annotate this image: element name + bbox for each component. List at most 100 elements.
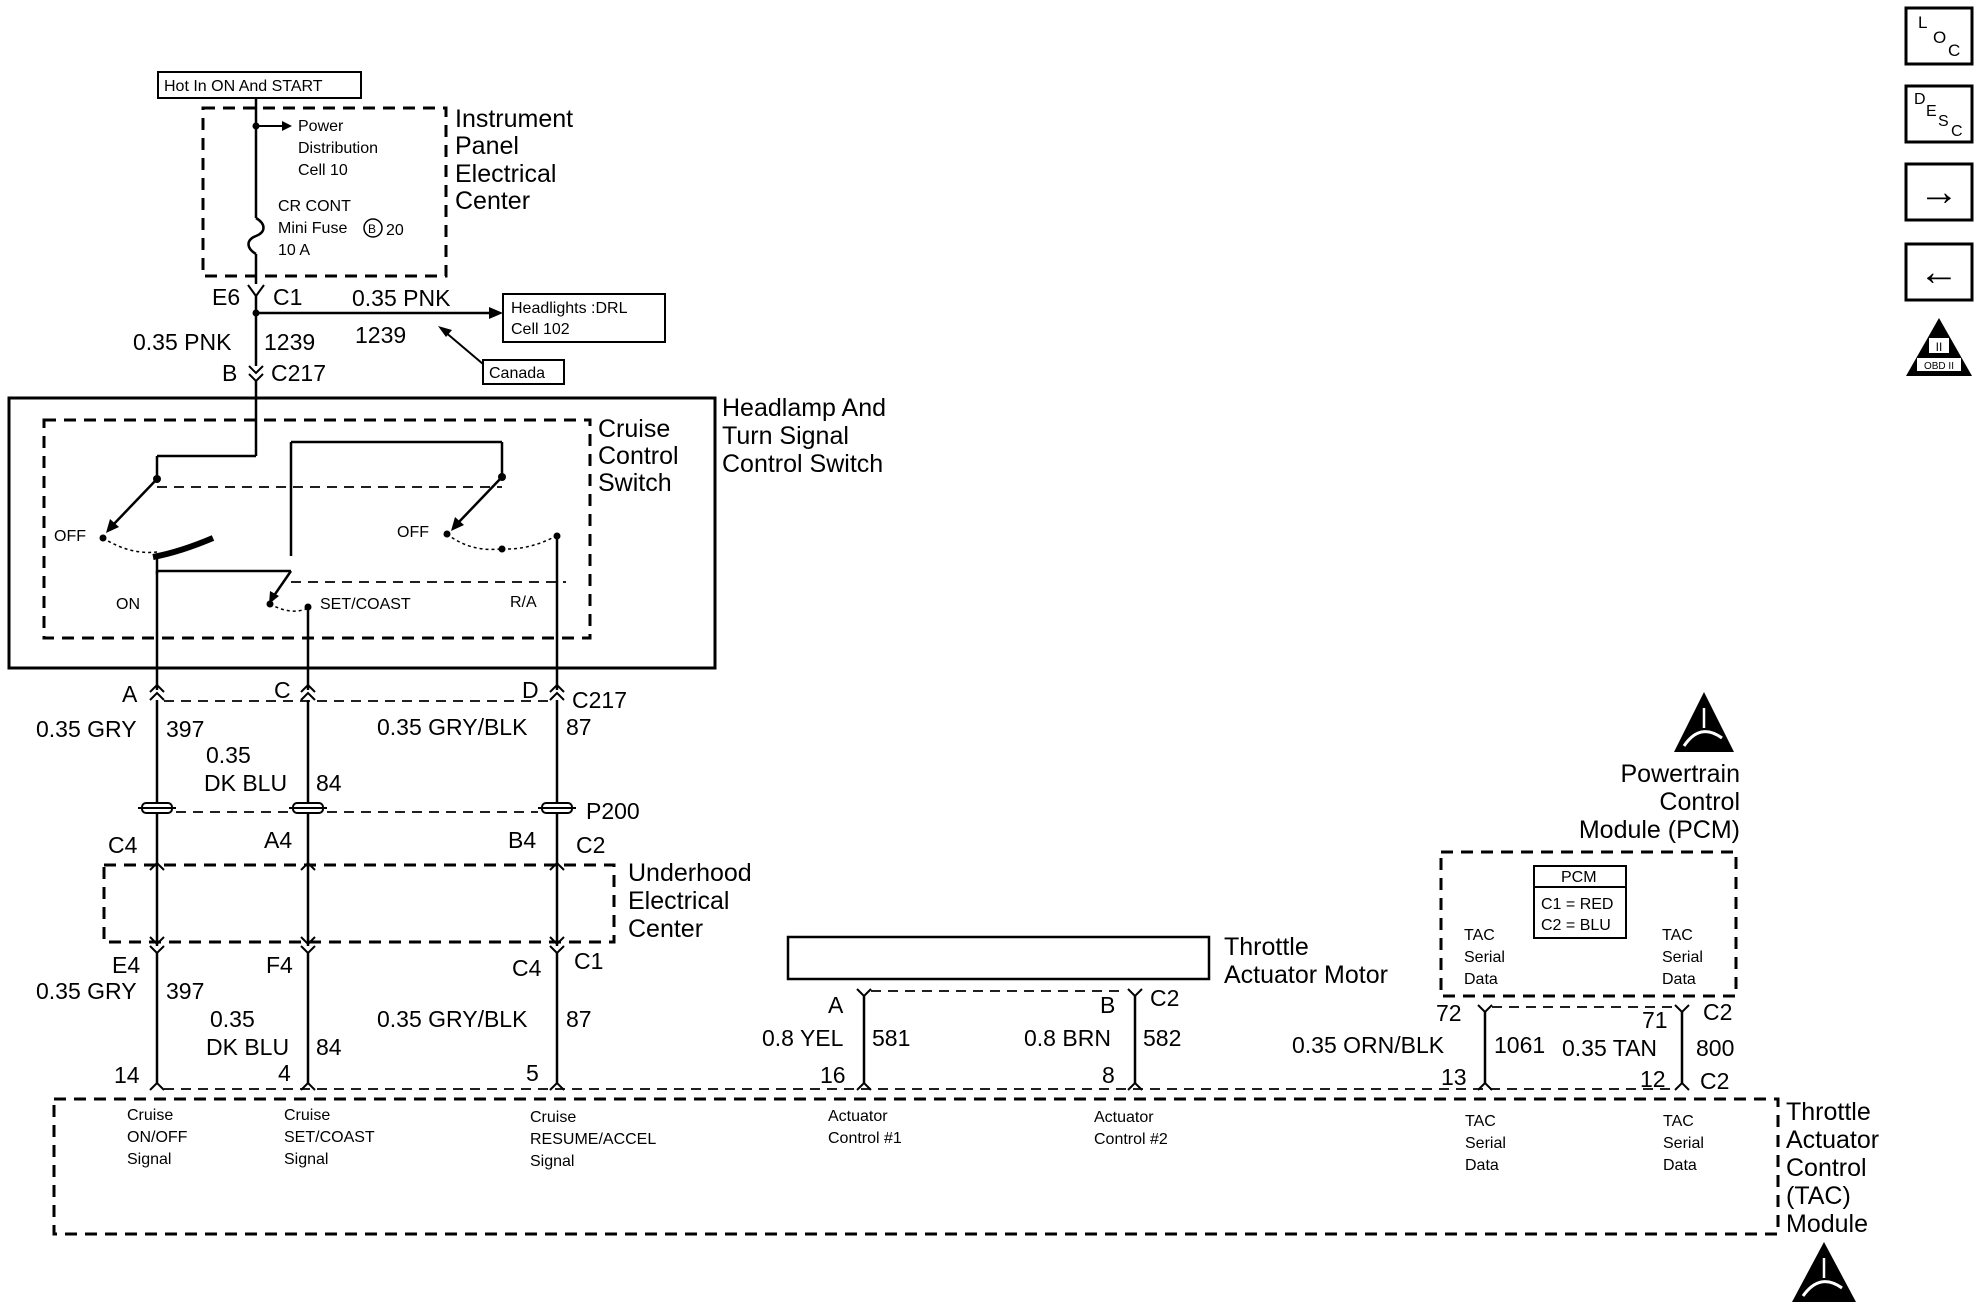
pcm-wire-2: 0.35 TAN	[1562, 1035, 1657, 1061]
conn-c217-top: C217	[271, 360, 326, 386]
pcm-wire-1: 0.35 ORN/BLK	[1292, 1032, 1445, 1058]
pcm-title-1: Powertrain	[1621, 760, 1741, 788]
upper-circuit-3: 87	[566, 714, 592, 740]
tac-label-3-1: Cruise	[530, 1109, 576, 1126]
lower-circuit-2: 84	[316, 1034, 342, 1060]
connector-b-c217: B C217	[222, 360, 326, 386]
tac-label-1-2: ON/OFF	[127, 1129, 188, 1146]
motor-pin-a: A	[828, 992, 844, 1018]
lower-wire-1: 0.35 GRY	[36, 978, 137, 1004]
next-button[interactable]: →	[1904, 162, 1974, 222]
pcm-title-2: Control	[1659, 788, 1740, 816]
pcm-legend-1: C1 = RED	[1541, 896, 1613, 913]
tac-label-4-2: Control #1	[828, 1130, 902, 1147]
headlamp-turn-signal-switch: Headlamp And Turn Signal Control Switch	[7, 394, 886, 670]
c217-pin-d: D	[522, 677, 539, 703]
headlights-2: Cell 102	[511, 321, 570, 338]
uec-pin-c4-top: C4	[108, 832, 138, 858]
pcm-right-1: TAC	[1662, 927, 1693, 944]
tac-label-7-1: TAC	[1663, 1113, 1694, 1130]
lower-circuit-3: 87	[566, 1006, 592, 1032]
fuse-marker-icon	[363, 218, 383, 238]
headlamp-title-3: Control Switch	[722, 450, 883, 478]
instrument-panel-electrical-center: Instrument Panel Electrical Center Power…	[201, 98, 573, 284]
desc-c: C	[1951, 123, 1963, 140]
pcm-legend-title: PCM	[1561, 869, 1597, 886]
tac-label-1-1: Cruise	[127, 1107, 173, 1124]
power-dist-1: Power	[298, 118, 344, 135]
fuse-marker: B	[368, 222, 376, 236]
obd-label: OBD II	[1924, 361, 1954, 372]
cruise-title-2: Control	[598, 442, 679, 470]
pcm-title-3: Module (PCM)	[1579, 816, 1740, 844]
obd-roman: II	[1936, 340, 1943, 354]
tac-label-7-3: Data	[1663, 1157, 1697, 1174]
ipec-title-4: Center	[455, 187, 530, 215]
obd-ii-button[interactable]: II OBD II	[1906, 318, 1972, 376]
tac-pin-4: 4	[278, 1060, 291, 1086]
arrow-right-icon: →	[1919, 170, 1959, 214]
loc-o: O	[1933, 28, 1946, 47]
uec-title-1: Underhood	[628, 859, 752, 887]
motor-pin-b: B	[1100, 992, 1115, 1018]
c217-pin-c: C	[274, 677, 291, 703]
pcm-left-2: Serial	[1464, 949, 1505, 966]
canada-note: Canada	[438, 326, 565, 385]
tac-label-2-3: Signal	[284, 1151, 328, 1168]
pcm-legend-2: C2 = BLU	[1541, 917, 1611, 934]
power-dist-3: Cell 10	[298, 162, 348, 179]
pcm-right-2: Serial	[1662, 949, 1703, 966]
upper-wire-3: 0.35 GRY/BLK	[377, 714, 528, 740]
upper-circuit-2: 84	[316, 770, 342, 796]
connector-p200: P200	[138, 798, 640, 824]
powertrain-control-module: Powertrain Control Module (PCM) PCM C1 =…	[1292, 692, 1740, 1084]
headlamp-title-1: Headlamp And	[722, 394, 886, 422]
tac-pin-16: 16	[820, 1062, 846, 1088]
motor-title-2: Actuator Motor	[1224, 961, 1388, 989]
ra-label: R/A	[510, 594, 537, 611]
motor-title-1: Throttle	[1224, 933, 1309, 961]
tac-title-3: Control	[1786, 1154, 1867, 1182]
pcm-conn: C2	[1703, 999, 1732, 1025]
cruise-title-1: Cruise	[598, 415, 670, 443]
uec-pin-c1: C1	[574, 948, 603, 974]
motor-wire-b: 0.8 BRN	[1024, 1025, 1111, 1051]
tac-title-5: Module	[1786, 1210, 1868, 1238]
on-contact-bar	[152, 535, 215, 560]
tac-connector-row: 14 4 5 16 8 13 12 C2	[114, 1060, 1729, 1094]
loc-c: C	[1948, 41, 1960, 60]
pcm-circuit-1: 1061	[1494, 1032, 1545, 1058]
loc-button[interactable]: L O C	[1904, 6, 1974, 66]
fuse-icon	[247, 216, 265, 256]
uec-pin-a4-top: A4	[264, 827, 292, 853]
desc-button[interactable]: D E S C	[1904, 84, 1974, 144]
canada-label: Canada	[489, 365, 545, 382]
tac-pin-13: 13	[1441, 1064, 1467, 1090]
tac-label-2-2: SET/COAST	[284, 1129, 375, 1146]
set-coast-label: SET/COAST	[320, 596, 411, 613]
main-wire: 0.35 PNK	[133, 329, 232, 355]
underhood-electrical-center: C4 A4 B4 C2 Underhood Electrical Center …	[102, 827, 752, 981]
connector-c217-bottom: A C D C217	[122, 677, 627, 713]
main-circuit: 1239	[264, 329, 315, 355]
fuse-line-2: Mini Fuse	[278, 220, 347, 237]
cruise-control-switch: Cruise Control Switch OFF ON	[42, 415, 679, 690]
pcm-left-3: Data	[1464, 971, 1498, 988]
tac-label-5-2: Control #2	[1094, 1131, 1168, 1148]
tac-label-3-3: Signal	[530, 1153, 574, 1170]
esd-sensitive-icon	[1792, 1242, 1856, 1302]
uec-title-3: Center	[628, 915, 703, 943]
tac-title-4: (TAC)	[1786, 1182, 1851, 1210]
off-right-label: OFF	[397, 524, 429, 541]
tac-pin-14: 14	[114, 1062, 140, 1088]
ipec-title-3: Electrical	[455, 160, 556, 188]
tac-pin-5: 5	[526, 1060, 539, 1086]
prev-button[interactable]: ←	[1904, 242, 1974, 302]
connector-e6-c1: E6 C1	[212, 284, 302, 310]
upper-wire-2b: DK BLU	[204, 770, 287, 796]
tac-title-2: Actuator	[1786, 1126, 1879, 1154]
tac-label-4-1: Actuator	[828, 1108, 888, 1125]
hot-in-label: Hot In ON And START	[164, 78, 323, 95]
branch-wire: 0.35 PNK	[352, 285, 451, 311]
uec-pin-e4: E4	[112, 952, 140, 978]
